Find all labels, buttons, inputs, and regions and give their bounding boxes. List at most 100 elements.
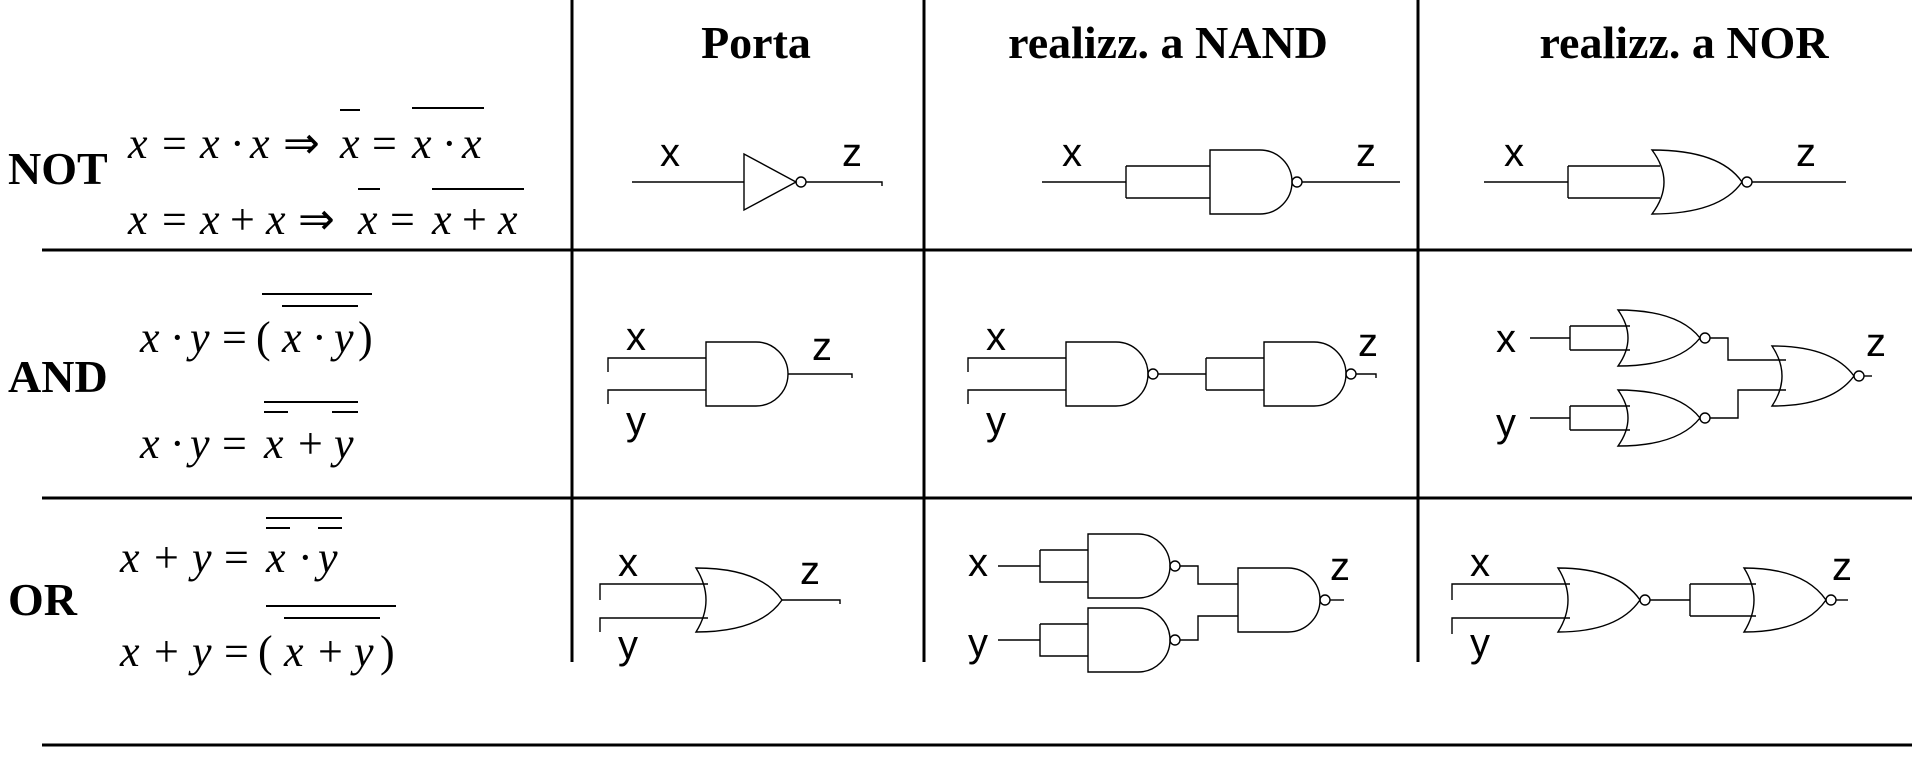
or-porta-circuit: x y z: [599, 541, 841, 667]
nor-gate-icon: [1616, 309, 1701, 367]
svg-text:=: =: [224, 627, 249, 676]
not-porta-circuit: x z: [632, 131, 883, 212]
svg-text:=: =: [372, 119, 397, 168]
signal-y-label: y: [1496, 401, 1516, 445]
svg-text:x: x: [265, 533, 286, 582]
signal-x-label: x: [1504, 131, 1524, 175]
nor-gate-icon: [1556, 567, 1641, 633]
svg-text:x: x: [339, 119, 360, 168]
not-formula-1: x = x · x ⇒ x = x · x: [127, 107, 484, 168]
or-formula-2: x + y = ( x + y ): [119, 605, 396, 676]
svg-text:⇒: ⇒: [283, 119, 320, 168]
svg-text:x: x: [119, 627, 140, 676]
svg-text:=: =: [390, 195, 415, 244]
signal-z-label: z: [1358, 321, 1378, 365]
nand-gate-icon: [1065, 341, 1149, 407]
signal-x-label: x: [660, 131, 680, 175]
signal-y-label: y: [986, 399, 1006, 443]
nor-gate-icon: [1616, 389, 1701, 447]
signal-x-label: x: [626, 315, 646, 359]
svg-text:·: ·: [298, 533, 313, 582]
svg-text:x: x: [139, 313, 160, 362]
svg-text:y: y: [186, 313, 210, 362]
signal-z-label: z: [842, 131, 862, 175]
nor-gate-icon: [1770, 345, 1855, 407]
svg-text:y: y: [314, 533, 338, 582]
signal-y-label: y: [618, 623, 638, 667]
svg-text:x: x: [263, 419, 284, 468]
svg-text:·: ·: [442, 119, 457, 168]
signal-y-label: y: [626, 399, 646, 443]
not-formula-2: x = x + x ⇒ x = x + x: [127, 188, 524, 244]
and-porta-circuit: x y z: [607, 315, 853, 443]
nand-gate-icon: [1263, 341, 1347, 407]
or-nand-circuit: x y z: [968, 533, 1350, 673]
nor-gate-icon: [1650, 149, 1743, 215]
nand-gate-icon: [1087, 607, 1171, 673]
svg-text:x: x: [139, 419, 160, 468]
svg-text:x: x: [199, 119, 220, 168]
signal-x-label: x: [1062, 131, 1082, 175]
or-formula-1: x + y = x · y: [119, 517, 342, 582]
signal-x-label: x: [1496, 317, 1516, 361]
svg-text:x: x: [281, 313, 302, 362]
svg-text:y: y: [330, 419, 354, 468]
row-label-and: AND: [8, 351, 108, 402]
svg-text:=: =: [224, 533, 249, 582]
svg-text:=: =: [162, 195, 187, 244]
svg-text:x: x: [357, 195, 378, 244]
svg-text:y: y: [186, 419, 210, 468]
signal-z-label: z: [1866, 321, 1886, 365]
svg-text:x: x: [497, 195, 518, 244]
nor-gate-icon: [1742, 567, 1827, 633]
signal-z-label: z: [800, 549, 820, 593]
nand-gate-icon: [1237, 567, 1321, 633]
svg-text:x: x: [461, 119, 482, 168]
svg-text:=: =: [222, 419, 247, 468]
svg-text:=: =: [162, 119, 187, 168]
and-formula-1: x · y = ( x · y ): [139, 293, 373, 362]
svg-text:x: x: [431, 195, 452, 244]
and-formula-2: x · y = x + y: [139, 401, 358, 468]
nand-gate-icon: [1209, 149, 1293, 215]
svg-text:x: x: [283, 627, 304, 676]
signal-z-label: z: [1356, 131, 1376, 175]
header-porta: Porta: [701, 17, 811, 68]
nand-gate-icon: [1087, 533, 1171, 599]
svg-text:+: +: [154, 533, 179, 582]
signal-x-label: x: [968, 541, 988, 585]
svg-text:y: y: [188, 627, 212, 676]
or-gate-icon: [694, 567, 783, 633]
signal-y-label: y: [1470, 621, 1490, 665]
signal-z-label: z: [1832, 545, 1852, 589]
svg-text:=: =: [222, 313, 247, 362]
svg-text:+: +: [318, 627, 343, 676]
svg-text:): ): [358, 313, 373, 362]
row-label-or: OR: [8, 574, 78, 625]
row-label-not: NOT: [8, 143, 108, 194]
svg-text:x: x: [199, 195, 220, 244]
signal-x-label: x: [986, 315, 1006, 359]
svg-text:y: y: [330, 313, 354, 362]
svg-text:+: +: [298, 419, 323, 468]
signal-y-label: y: [968, 621, 988, 665]
svg-text:): ): [380, 627, 395, 676]
svg-text:+: +: [154, 627, 179, 676]
svg-text:·: ·: [170, 419, 185, 468]
signal-x-label: x: [1470, 541, 1490, 585]
not-gate-icon: [743, 152, 798, 212]
and-gate-icon: [705, 341, 789, 407]
svg-text:x: x: [127, 195, 148, 244]
and-nand-circuit: x y z: [967, 315, 1378, 443]
svg-text:·: ·: [170, 313, 185, 362]
svg-text:(: (: [258, 627, 273, 676]
signal-z-label: z: [1796, 131, 1816, 175]
header-nand: realizz. a NAND: [1008, 17, 1328, 68]
header-nor: realizz. a NOR: [1539, 17, 1829, 68]
or-nor-circuit: x y z: [1451, 541, 1852, 665]
signal-z-label: z: [812, 325, 832, 369]
not-nand-circuit: x z: [1042, 131, 1400, 215]
svg-text:(: (: [256, 313, 271, 362]
